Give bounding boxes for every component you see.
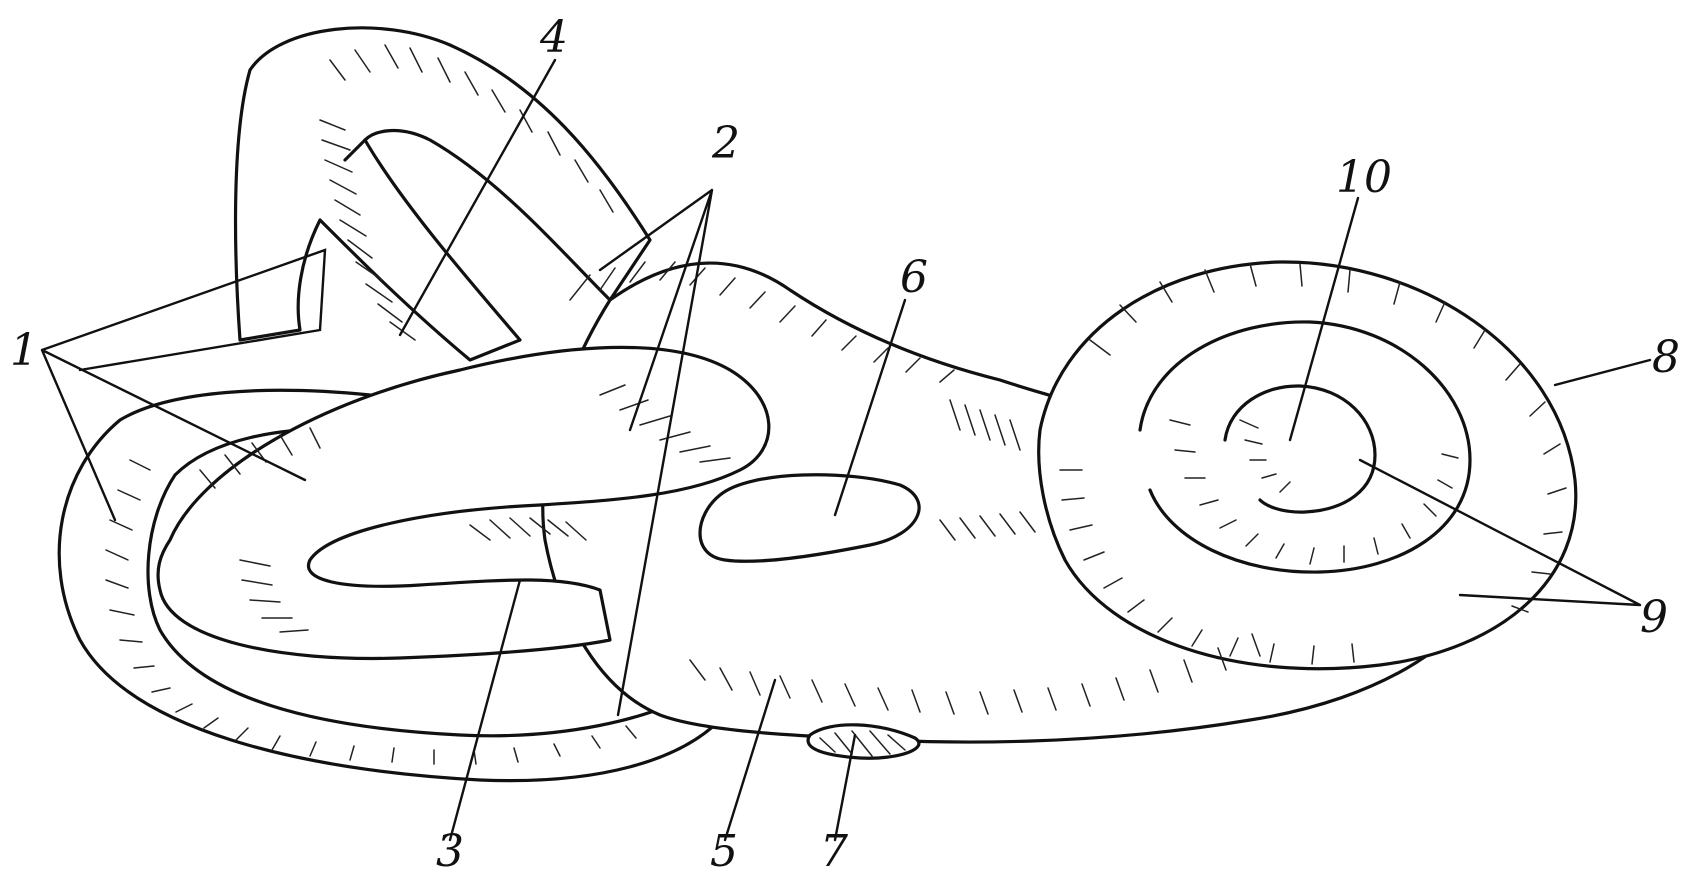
label-7: 7 bbox=[820, 826, 848, 869]
leader-8 bbox=[1555, 360, 1650, 385]
label-1: 1 bbox=[10, 325, 38, 376]
label-5: 5 bbox=[710, 826, 738, 869]
label-2: 2 bbox=[711, 118, 740, 169]
label-3: 3 bbox=[436, 826, 464, 869]
label-10: 10 bbox=[1336, 152, 1392, 203]
label-6: 6 bbox=[900, 252, 928, 303]
label-8: 8 bbox=[1652, 332, 1680, 383]
label-9: 9 bbox=[1640, 592, 1668, 643]
cochlea bbox=[1039, 262, 1576, 669]
posterior-semicircular-canal bbox=[236, 28, 650, 360]
label-4: 4 bbox=[539, 12, 568, 63]
